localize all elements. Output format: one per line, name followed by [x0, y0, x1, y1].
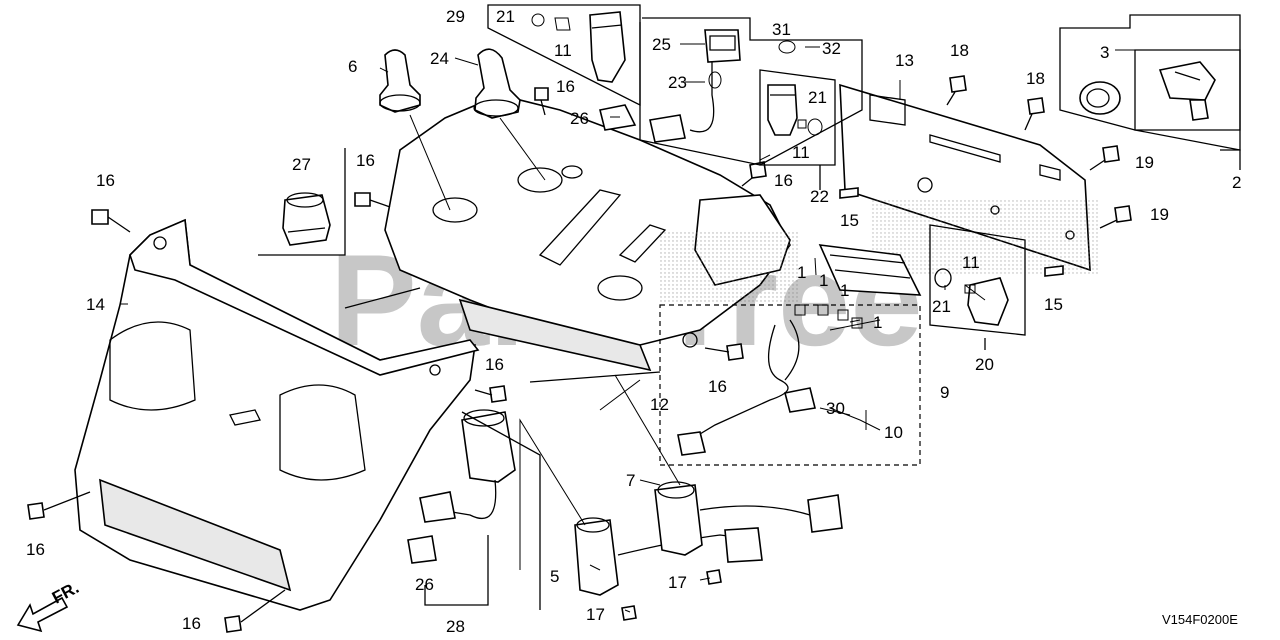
- callout-16: 16: [708, 377, 727, 396]
- bolts: [27, 75, 1132, 633]
- front-arrow-icon: [16, 596, 69, 633]
- callout-26: 26: [415, 575, 434, 594]
- sensor-part-5: [574, 517, 763, 596]
- switch-part-20: [934, 268, 1009, 326]
- callout-2: 2: [1232, 173, 1241, 192]
- callout-23: 23: [668, 73, 687, 92]
- callout-21: 21: [808, 88, 827, 107]
- callout-15: 15: [840, 211, 859, 230]
- callout-21: 21: [932, 297, 951, 316]
- indicator-unit-part-9: [677, 244, 922, 456]
- callout-28: 28: [446, 617, 465, 636]
- callout-27: 27: [292, 155, 311, 174]
- callout-1: 1: [819, 271, 828, 290]
- callout-18: 18: [1026, 69, 1045, 88]
- callout-31: 31: [772, 20, 791, 39]
- boot-part-24: [473, 48, 521, 119]
- bracket-dot-shading: [870, 200, 1100, 275]
- callout-20: 20: [975, 355, 994, 374]
- callout-16: 16: [356, 151, 375, 170]
- callout-29: 29: [446, 7, 465, 26]
- dash-panel-dot-shading: [660, 232, 800, 302]
- diagram-code: V154F0200E: [1162, 612, 1238, 627]
- callout-5: 5: [550, 567, 559, 586]
- boot-part-6: [379, 49, 421, 113]
- callout-16: 16: [556, 77, 575, 96]
- callout-11: 11: [792, 143, 810, 162]
- callout-11: 11: [554, 41, 572, 60]
- switch-part-29: [531, 11, 626, 83]
- callout-16: 16: [182, 614, 201, 633]
- callout-17: 17: [586, 605, 605, 624]
- sensor-part-7: [654, 481, 843, 556]
- harness-part-28: [407, 409, 516, 564]
- callout-24: 24: [430, 49, 449, 68]
- callout-18: 18: [950, 41, 969, 60]
- callout-19: 19: [1150, 205, 1169, 224]
- switch-part-25: [599, 29, 796, 143]
- callout-30: 30: [826, 399, 845, 418]
- key-switch-part-2: [1079, 61, 1216, 121]
- callout-1: 1: [797, 263, 806, 282]
- callout-21: 21: [496, 7, 515, 26]
- callout-14: 14: [86, 295, 105, 314]
- grouping-lines: [258, 4, 1241, 610]
- callout-19: 19: [1135, 153, 1154, 172]
- callout-16: 16: [774, 171, 793, 190]
- callout-17: 17: [668, 573, 687, 592]
- callout-13: 13: [895, 51, 914, 70]
- callout-3: 3: [1100, 43, 1109, 62]
- callout-9: 9: [940, 383, 949, 402]
- callout-32: 32: [822, 39, 841, 58]
- callout-10: 10: [884, 423, 903, 442]
- callout-26: 26: [570, 109, 589, 128]
- callout-11: 11: [962, 253, 980, 272]
- leader-lines: [120, 43, 1135, 613]
- callout-25: 25: [652, 35, 671, 54]
- callout-22: 22: [810, 187, 829, 206]
- callout-16: 16: [96, 171, 115, 190]
- front-direction-marker: FR.: [16, 578, 82, 633]
- callout-12: 12: [650, 395, 669, 414]
- switch-part-22: [767, 84, 823, 136]
- callout-16: 16: [485, 355, 504, 374]
- callout-15: 15: [1044, 295, 1063, 314]
- front-cover-part: [74, 218, 480, 611]
- cap-part-27: [282, 192, 331, 246]
- callout-6: 6: [348, 57, 357, 76]
- callout-1: 1: [840, 281, 849, 300]
- callout-labels: 29 21 11 31 25 32 23 26 6 24 16 13 18 18…: [26, 7, 1241, 636]
- callout-1: 1: [873, 313, 882, 332]
- callout-16: 16: [26, 540, 45, 559]
- callout-7: 7: [626, 471, 635, 490]
